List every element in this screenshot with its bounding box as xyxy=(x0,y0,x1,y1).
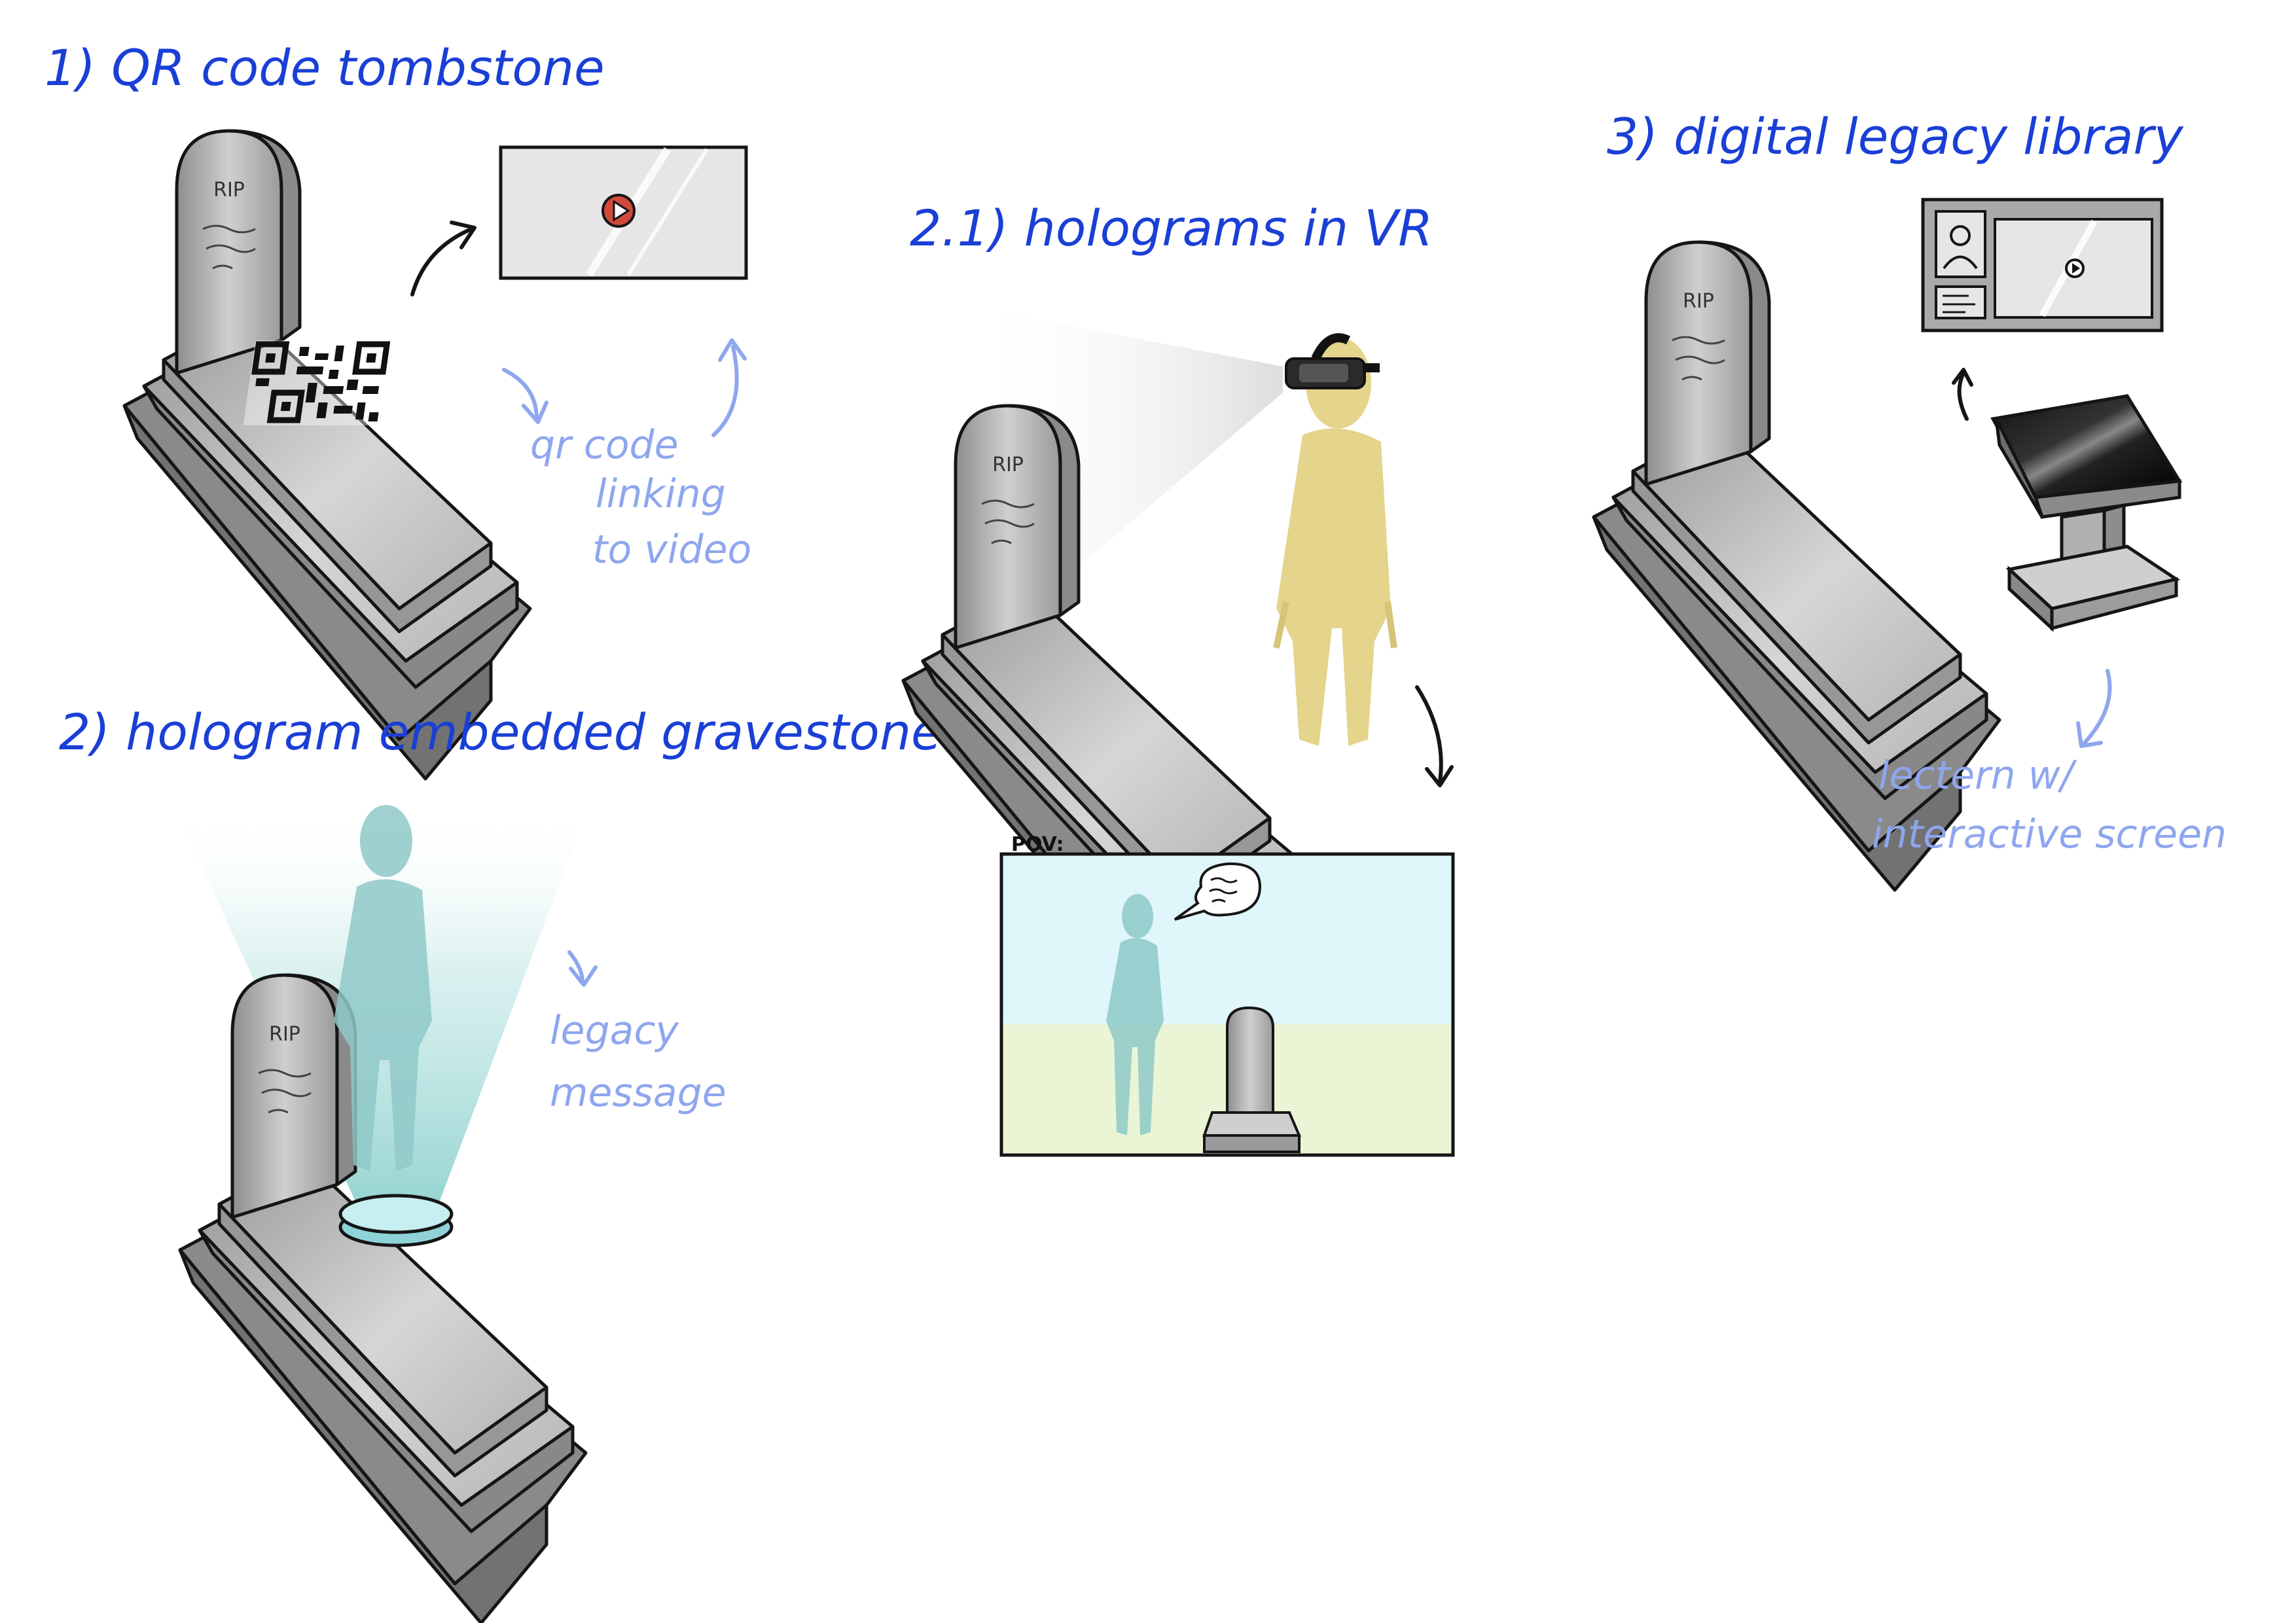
arrow-icon xyxy=(567,950,584,984)
play-icon xyxy=(2065,259,2085,278)
section-hologram-gravestone: 2) hologram embedded gravestone RIP lega… xyxy=(59,703,942,1623)
qr-note-line-1: qr code xyxy=(530,422,679,468)
hologram-grave: RIP xyxy=(180,975,586,1623)
section-title-qr: 1) QR code tombstone xyxy=(45,39,605,97)
arrow-icon xyxy=(2083,669,2112,745)
arrow-icon xyxy=(711,345,739,437)
qr-note-line-3: to video xyxy=(592,527,751,573)
hologram-projector xyxy=(338,1194,454,1247)
hologram-figure xyxy=(334,805,432,1171)
video-screen xyxy=(499,145,748,280)
vr-user-figure xyxy=(1273,333,1397,746)
qr-note: qr code linking to video xyxy=(530,422,751,573)
pov-hologram-figure xyxy=(1106,894,1164,1135)
arrow-icon xyxy=(1957,371,1969,421)
section-title-vr: 2.1) holograms in VR xyxy=(910,199,1433,257)
arrow-icon xyxy=(1415,685,1443,784)
library-note-line-2: interactive screen xyxy=(1872,812,2227,857)
vr-grave: RIP xyxy=(903,406,1309,1054)
headstone-rip-text: RIP xyxy=(1683,290,1714,313)
pov-grave xyxy=(1202,1006,1302,1153)
headstone-rip-text: RIP xyxy=(992,454,1024,476)
lectern xyxy=(1990,394,2183,632)
pov-label: POV: xyxy=(1011,833,1064,856)
library-screen xyxy=(1921,198,2164,332)
arrow-icon xyxy=(502,368,539,421)
section-title-library: 3) digital legacy library xyxy=(1607,107,2184,166)
user-profile-icon xyxy=(1943,225,1978,270)
headstone-rip-text: RIP xyxy=(269,1023,300,1046)
hologram-note-line-1: legacy xyxy=(550,1008,679,1054)
section-title-hologram: 2) hologram embedded gravestone xyxy=(59,703,942,761)
qr-grave: RIP xyxy=(124,131,530,779)
library-grave: RIP xyxy=(1594,242,2000,890)
qr-code-icon xyxy=(243,340,393,425)
vr-headset-icon xyxy=(1285,333,1380,389)
section-qr-code-tombstone: 1) QR code tombstone RIP xyxy=(45,39,751,779)
headstone-rip-text: RIP xyxy=(213,179,245,202)
hologram-note-line-2: message xyxy=(550,1070,726,1116)
qr-note-line-2: linking xyxy=(596,471,726,517)
library-note: lectern w/ interactive screen xyxy=(1872,753,2227,857)
section-holograms-in-vr: 2.1) holograms in VR RIP POV: xyxy=(903,199,1455,1157)
arrow-icon xyxy=(410,227,473,296)
hologram-note: legacy message xyxy=(550,1008,726,1116)
library-note-line-1: lectern w/ xyxy=(1878,753,2077,798)
section-digital-legacy-library: 3) digital legacy library RIP xyxy=(1594,107,2227,890)
speech-bubble-icon xyxy=(1174,862,1262,921)
play-icon xyxy=(601,194,636,228)
pov-view-panel xyxy=(999,852,1455,1157)
